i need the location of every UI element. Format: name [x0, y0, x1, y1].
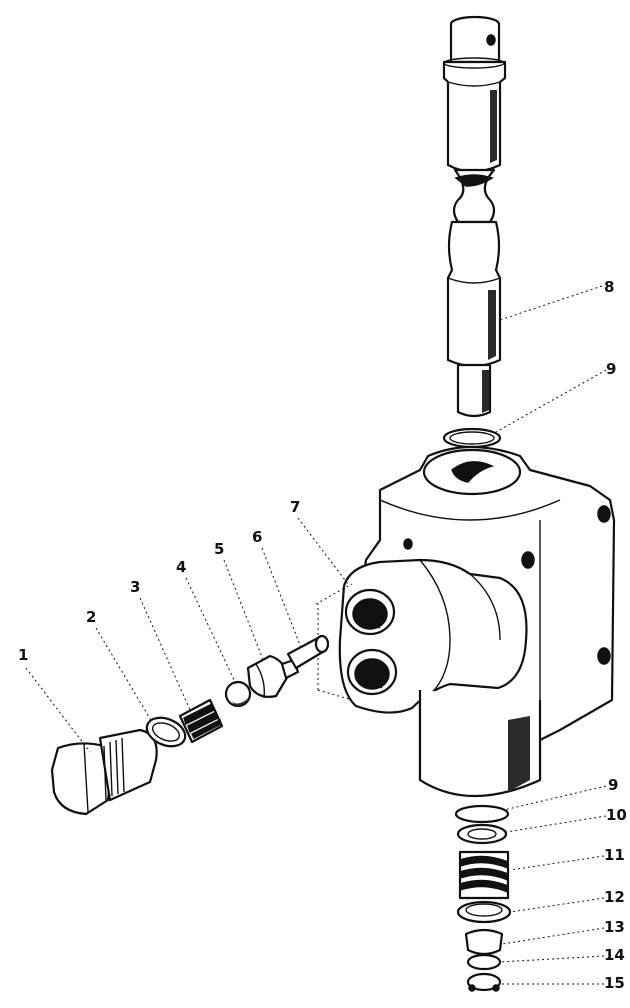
o-ring-upper	[442, 427, 502, 449]
callout-2: 2	[86, 608, 96, 626]
callout-15: 15	[604, 974, 625, 992]
leader-lines	[25, 285, 607, 985]
callout-labels: 1 2 3 4 5 6 7 8 9 9 10 11 12 13 14 15	[18, 278, 627, 992]
poppet-5	[246, 654, 300, 699]
callout-3: 3	[130, 578, 140, 596]
callout-8: 8	[604, 278, 614, 296]
callout-9-upper: 9	[606, 360, 616, 378]
ball-4	[224, 680, 252, 708]
callout-7: 7	[290, 498, 300, 516]
callout-9-lower: 9	[608, 776, 618, 794]
relief-plug	[50, 728, 158, 816]
valve-body	[315, 445, 616, 798]
callout-6: 6	[252, 528, 262, 546]
callout-1: 1	[18, 646, 28, 664]
callout-14: 14	[604, 946, 625, 964]
lower-stack	[454, 804, 512, 992]
callout-5: 5	[214, 540, 224, 558]
o-ring-2	[145, 716, 187, 748]
callout-4: 4	[176, 558, 186, 576]
spool-assembly	[442, 15, 507, 418]
callout-12: 12	[604, 888, 625, 906]
callout-10: 10	[606, 806, 627, 824]
callout-13: 13	[604, 918, 625, 936]
spring-3	[178, 698, 224, 744]
callout-11: 11	[604, 846, 625, 864]
pin-6	[286, 634, 330, 670]
